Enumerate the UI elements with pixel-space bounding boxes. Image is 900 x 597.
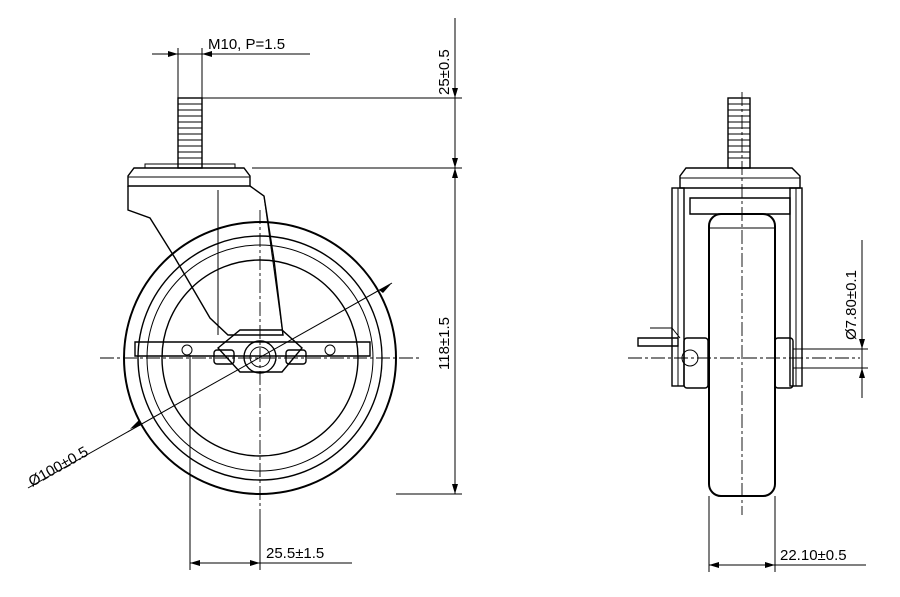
fork-side xyxy=(671,187,803,387)
front-view: Ø100±0.5 M10, P=1.5 25±0.5 118±1.5 xyxy=(26,18,462,570)
stem-length-label: 25±0.5 xyxy=(436,49,453,95)
height-dimensions xyxy=(202,18,462,495)
offset-label: 25.5±1.5 xyxy=(266,545,324,562)
threaded-stem-side xyxy=(727,97,751,169)
offset-dimension xyxy=(189,355,352,570)
threaded-stem-front xyxy=(177,97,203,169)
overall-height-label: 118±1.5 xyxy=(436,317,453,370)
wheel-width-dimension xyxy=(708,496,866,572)
swivel-plate-front xyxy=(127,163,251,187)
wheel-width-label: 22.10±0.5 xyxy=(780,547,847,564)
brake-assembly-front xyxy=(134,329,371,374)
fork-front xyxy=(127,185,284,336)
swivel-plate-side xyxy=(679,167,801,189)
side-view: Ø7.80±0.1 22.10±0.5 xyxy=(628,92,868,572)
thread-label: M10, P=1.5 xyxy=(208,36,285,53)
diameter-leader xyxy=(27,282,393,489)
axle-diameter-label: Ø7.80±0.1 xyxy=(843,270,860,340)
thread-dimension xyxy=(152,48,310,98)
axle-diameter-dimension xyxy=(793,240,868,398)
wheel-diameter-label: Ø100±0.5 xyxy=(26,443,92,490)
